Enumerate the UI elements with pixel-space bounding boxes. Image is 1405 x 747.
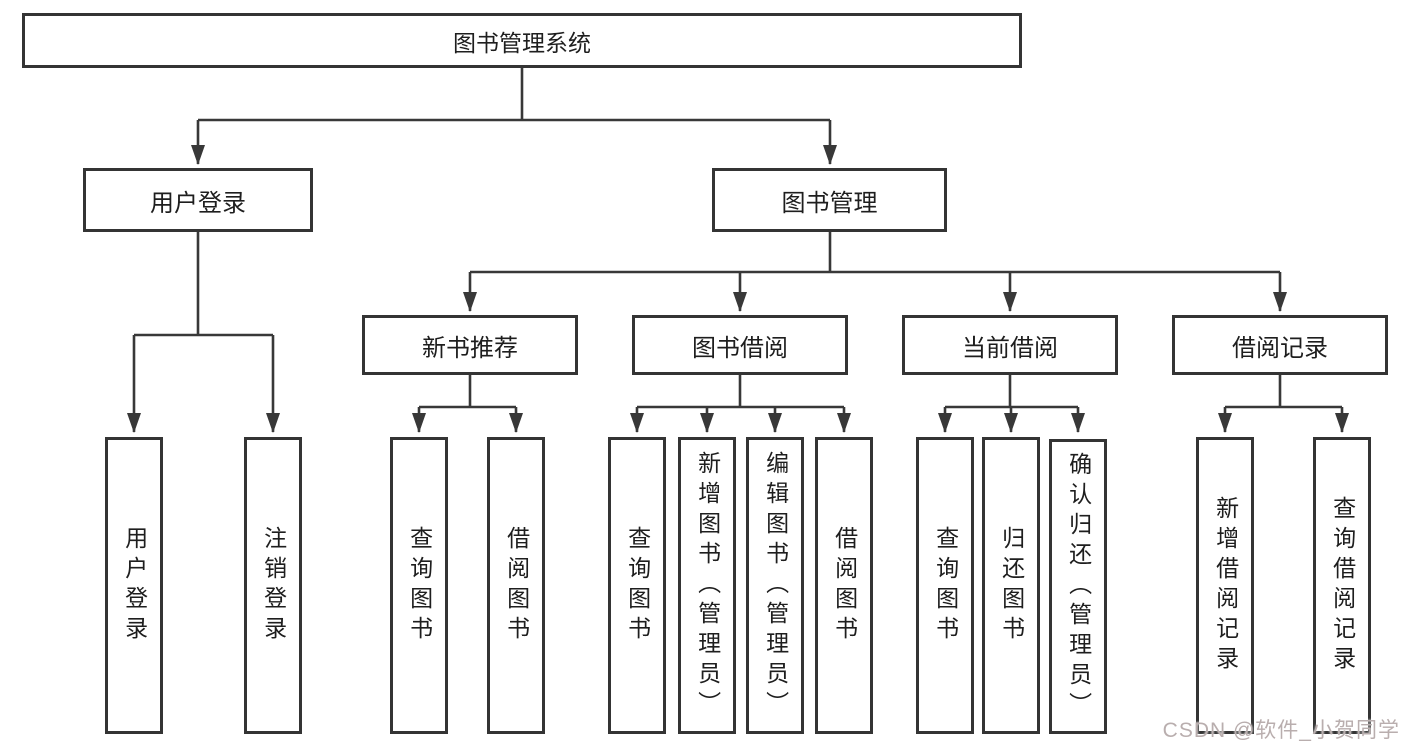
node-root: 图书管理系统: [22, 13, 1022, 68]
node-label: 当前借阅: [962, 334, 1058, 362]
node-leaf-user-login: 用户登录: [105, 437, 163, 734]
node-label: 新增借阅记录: [1212, 495, 1239, 676]
node-label: 查询图书: [624, 525, 651, 646]
node-leaf-logout: 注销登录: [244, 437, 302, 734]
node-current-borrowing: 当前借阅: [902, 315, 1118, 375]
node-leaf-add-books-admin: 新增图书（管理员）: [678, 437, 736, 734]
node-label: 图书管理系统: [453, 29, 591, 56]
node-label: 编辑图书（管理员）: [762, 450, 789, 721]
node-label: 借阅记录: [1232, 334, 1328, 362]
node-label: 用户登录: [150, 189, 246, 217]
node-leaf-confirm-return-admin: 确认归还（管理员）: [1049, 439, 1107, 734]
node-label: 新增图书（管理员）: [694, 450, 721, 721]
node-leaf-query-books-1: 查询图书: [390, 437, 448, 734]
node-leaf-query-borrow-record: 查询借阅记录: [1313, 437, 1371, 734]
node-leaf-borrow-books-2: 借阅图书: [815, 437, 873, 734]
node-label: 确认归还（管理员）: [1065, 451, 1092, 722]
node-label: 注销登录: [260, 525, 287, 646]
node-label: 查询图书: [932, 525, 959, 646]
node-label: 图书管理: [781, 189, 878, 217]
node-label: 查询图书: [406, 525, 433, 646]
node-new-book-recommendation: 新书推荐: [362, 315, 578, 375]
node-leaf-add-borrow-record: 新增借阅记录: [1196, 437, 1254, 734]
node-borrowing-records: 借阅记录: [1172, 315, 1388, 375]
node-label: 新书推荐: [422, 334, 518, 362]
node-leaf-query-books-3: 查询图书: [916, 437, 974, 734]
node-book-management: 图书管理: [712, 168, 947, 232]
node-label: 借阅图书: [831, 525, 858, 646]
node-label: 查询借阅记录: [1329, 495, 1356, 676]
node-label: 借阅图书: [503, 525, 530, 646]
node-leaf-borrow-books-1: 借阅图书: [487, 437, 545, 734]
node-leaf-return-books: 归还图书: [982, 437, 1040, 734]
node-leaf-edit-books-admin: 编辑图书（管理员）: [746, 437, 804, 734]
node-label: 图书借阅: [692, 334, 788, 362]
node-label: 用户登录: [121, 525, 148, 646]
watermark: CSDN @软件_小贺同学: [1162, 719, 1400, 742]
node-user-login: 用户登录: [83, 168, 313, 232]
node-label: 归还图书: [998, 525, 1025, 646]
node-book-borrowing: 图书借阅: [632, 315, 848, 375]
node-leaf-query-books-2: 查询图书: [608, 437, 666, 734]
